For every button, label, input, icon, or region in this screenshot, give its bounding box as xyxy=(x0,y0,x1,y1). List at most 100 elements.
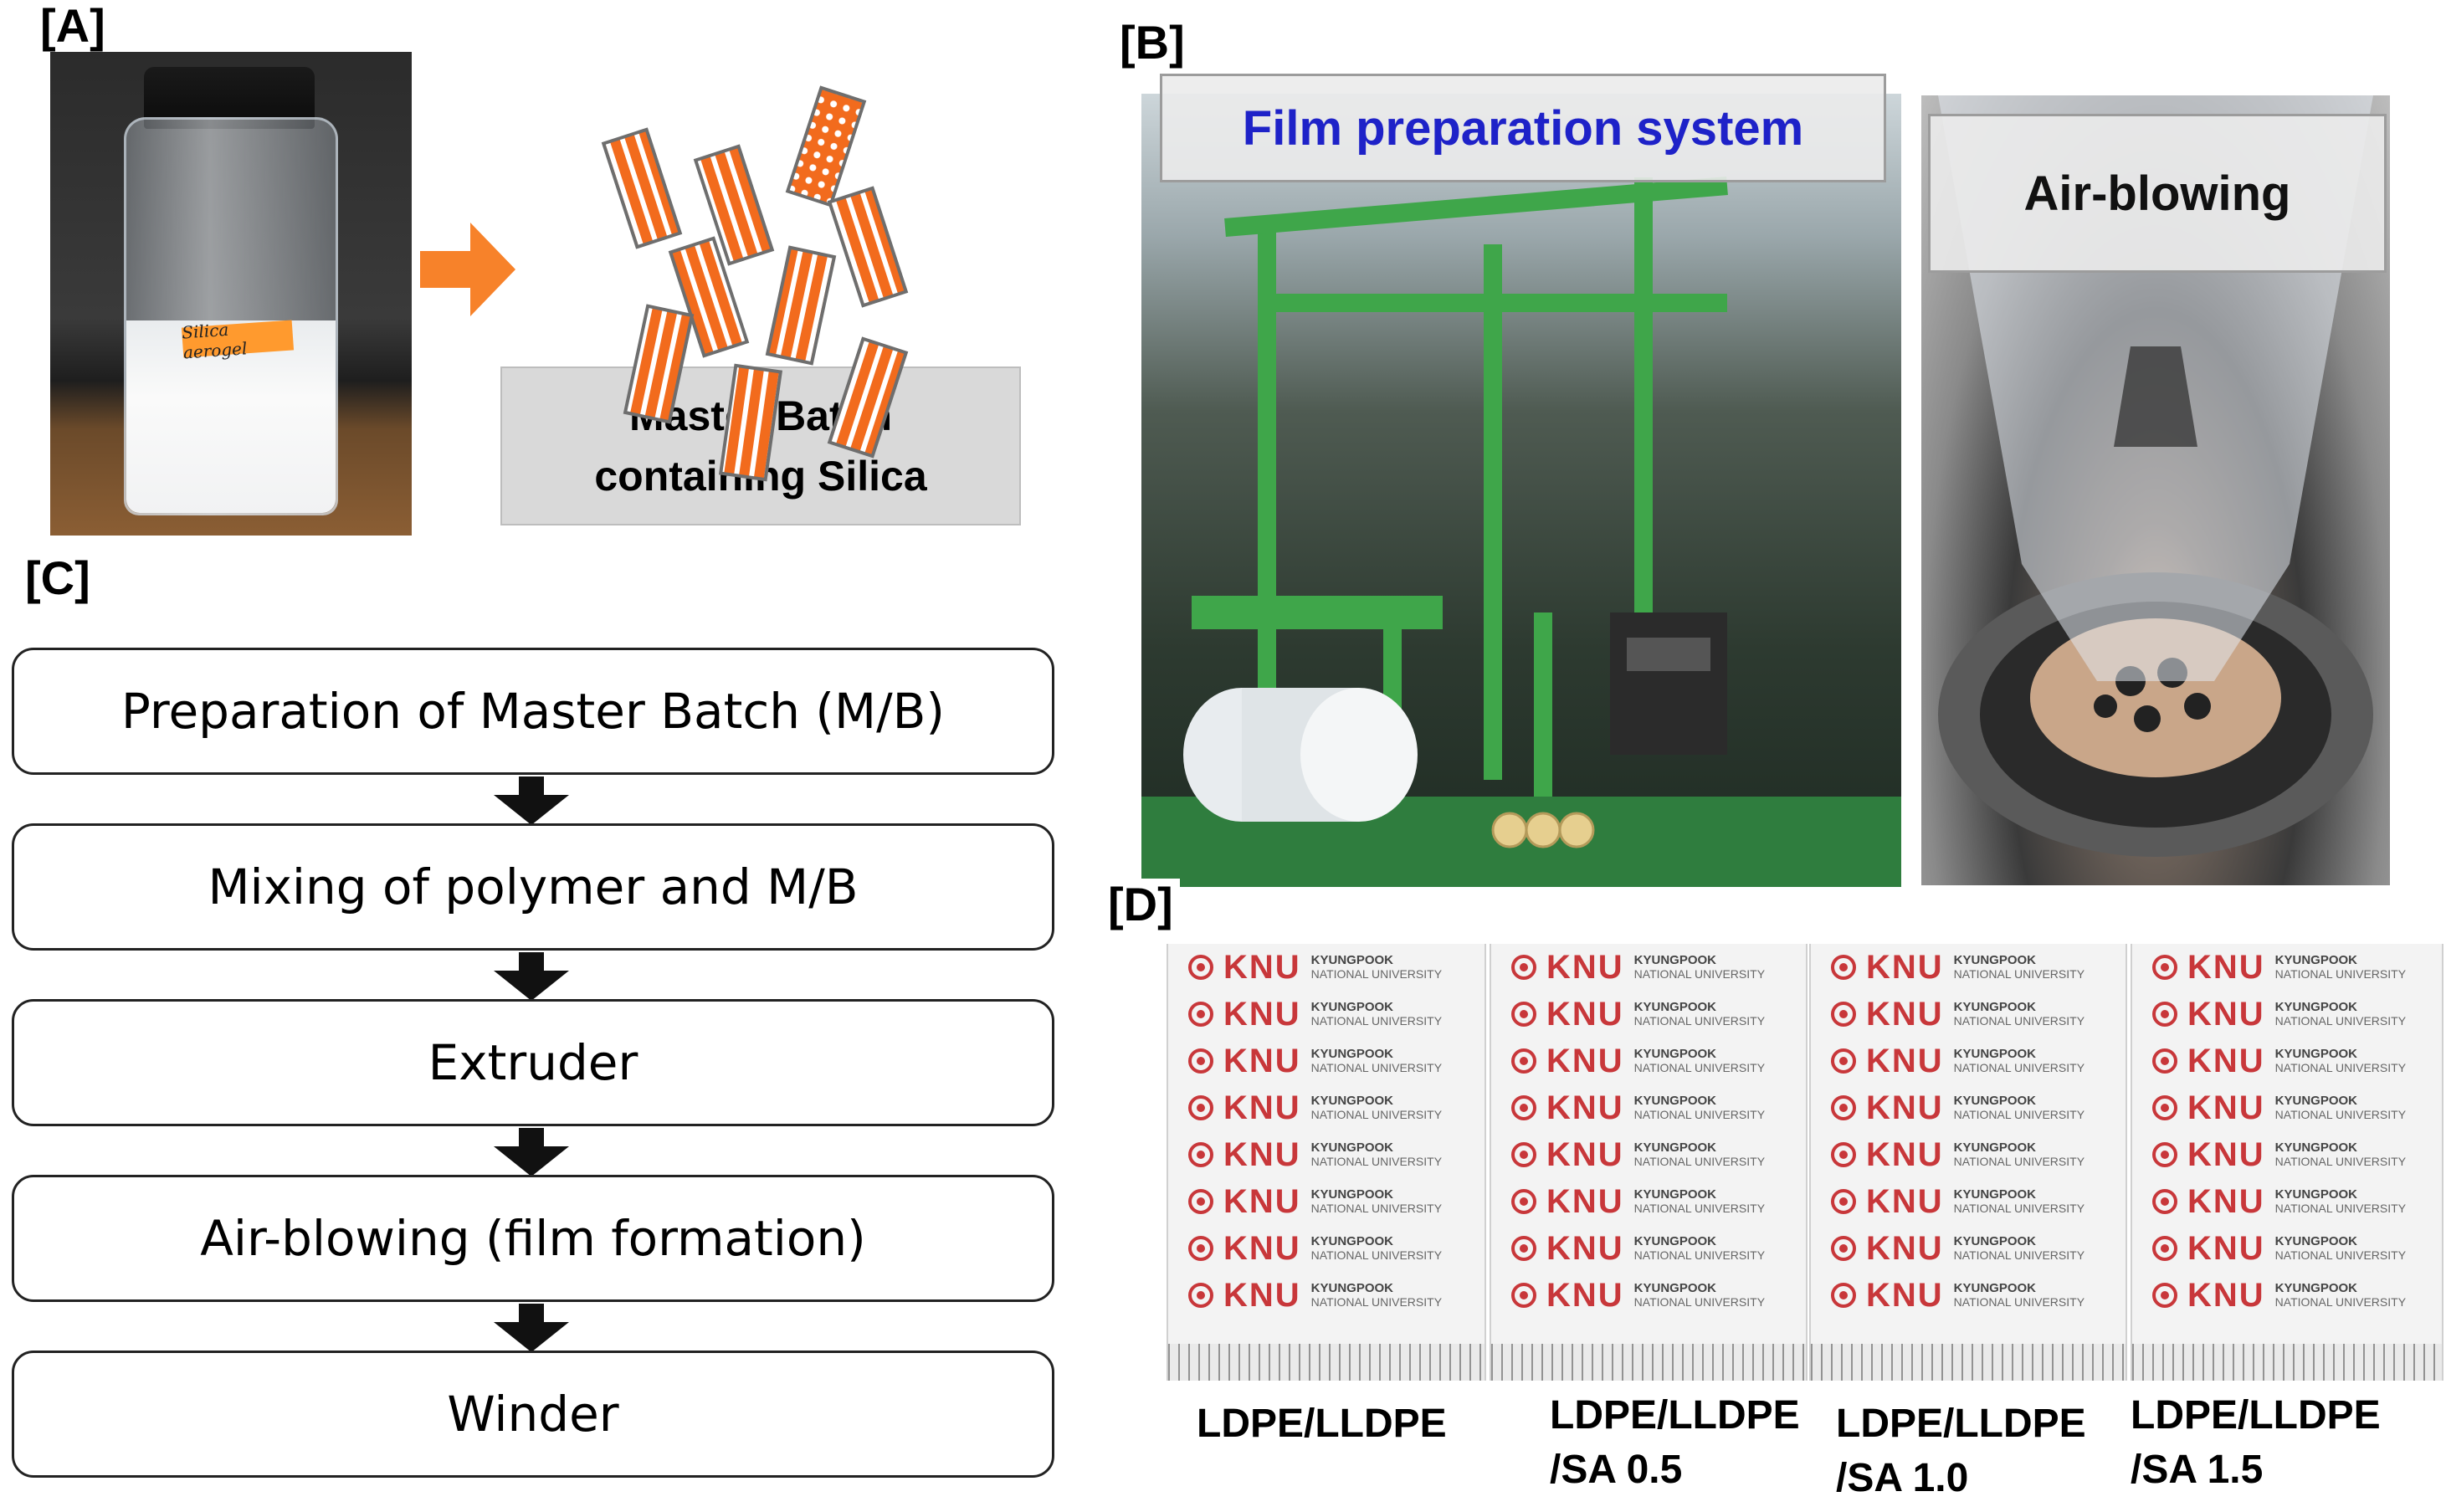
knu-logo-line2: NATIONAL UNIVERSITY xyxy=(2274,1294,2407,1309)
knu-logo-line2: NATIONAL UNIVERSITY xyxy=(1633,966,1766,981)
process-arrow-icon xyxy=(420,223,515,316)
knu-logo-mark: KNU xyxy=(1866,1229,1944,1267)
knu-logo-line2: NATIONAL UNIVERSITY xyxy=(2274,1060,2407,1074)
knu-logo-line2: NATIONAL UNIVERSITY xyxy=(1310,1060,1443,1074)
knu-emblem-icon xyxy=(1831,1048,1856,1074)
knu-logo-line1: KYUNGPOOK xyxy=(2274,953,2358,968)
pellet-icon xyxy=(668,236,750,358)
knu-emblem-icon xyxy=(2152,1095,2177,1120)
knu-logo-line1: KYUNGPOOK xyxy=(2274,1234,2358,1249)
ruler xyxy=(1168,1344,1485,1381)
knu-emblem-icon xyxy=(1511,1283,1536,1308)
knu-logo-mark: KNU xyxy=(2187,1042,2265,1079)
knu-logo-line2: NATIONAL UNIVERSITY xyxy=(1310,1201,1443,1215)
knu-emblem-icon xyxy=(1188,1283,1213,1308)
knu-logo-line1: KYUNGPOOK xyxy=(1953,1000,2037,1015)
knu-logo-line2: NATIONAL UNIVERSITY xyxy=(2274,1201,2407,1215)
knu-emblem-icon xyxy=(2152,1283,2177,1308)
knu-emblem-icon xyxy=(1831,1095,1856,1120)
knu-logo-line2: NATIONAL UNIVERSITY xyxy=(2274,1154,2407,1168)
jar-body xyxy=(124,117,338,515)
knu-logo-line2: NATIONAL UNIVERSITY xyxy=(1633,1248,1766,1262)
pellet-icon xyxy=(827,336,909,459)
knu-logo-mark: KNU xyxy=(1223,1229,1301,1267)
machine-illustration xyxy=(1141,177,1901,887)
knu-logo-line1: KYUNGPOOK xyxy=(1633,1047,1717,1062)
knu-emblem-icon xyxy=(1831,1142,1856,1167)
knu-logo-mark: KNU xyxy=(1546,1089,1624,1126)
knu-logo-line2: NATIONAL UNIVERSITY xyxy=(1633,1154,1766,1168)
knu-emblem-icon xyxy=(1188,955,1213,980)
sample-label-line2: /SA 1.0 xyxy=(1836,1455,1969,1500)
pellet-icon xyxy=(623,304,695,424)
knu-logo-line1: KYUNGPOOK xyxy=(1310,1094,1394,1109)
knu-emblem-icon xyxy=(1511,1142,1536,1167)
knu-emblem-icon xyxy=(1831,1189,1856,1214)
knu-emblem-icon xyxy=(1511,1095,1536,1120)
knu-logo-line2: NATIONAL UNIVERSITY xyxy=(2274,1107,2407,1121)
knu-logo-line1: KYUNGPOOK xyxy=(1310,1187,1394,1202)
flow-arrow-icon xyxy=(494,777,569,825)
knu-logo-line2: NATIONAL UNIVERSITY xyxy=(2274,1013,2407,1028)
knu-emblem-icon xyxy=(1511,1189,1536,1214)
knu-logo-line2: NATIONAL UNIVERSITY xyxy=(2274,1248,2407,1262)
knu-logo-mark: KNU xyxy=(2187,1135,2265,1173)
knu-logo-line2: NATIONAL UNIVERSITY xyxy=(1633,1060,1766,1074)
knu-logo-line1: KYUNGPOOK xyxy=(1953,1234,2037,1249)
sample-label-line1: LDPE/LLDPE xyxy=(1197,1402,1447,1446)
sample-label-line2: /SA 1.5 xyxy=(2131,1447,2264,1492)
knu-logo-line1: KYUNGPOOK xyxy=(1953,1187,2037,1202)
pellet-icon xyxy=(693,144,775,266)
knu-logo-line1: KYUNGPOOK xyxy=(1310,1047,1394,1062)
sample-label-sa-1-0: LDPE/LLDPE /SA 1.0 xyxy=(1836,1397,2086,1506)
knu-emblem-icon xyxy=(1511,1236,1536,1261)
pellet-icon xyxy=(765,245,837,366)
knu-logo-mark: KNU xyxy=(1546,1042,1624,1079)
knu-logo-line2: NATIONAL UNIVERSITY xyxy=(1633,1201,1766,1215)
knu-logo-line2: NATIONAL UNIVERSITY xyxy=(1953,1294,2085,1309)
knu-emblem-icon xyxy=(1188,1048,1213,1074)
knu-emblem-icon xyxy=(1511,955,1536,980)
knu-emblem-icon xyxy=(1188,1189,1213,1214)
knu-logo-mark: KNU xyxy=(2187,995,2265,1033)
panel-a-label: [A] xyxy=(33,0,112,52)
sample-label-line1: LDPE/LLDPE xyxy=(2131,1393,2381,1438)
knu-emblem-icon xyxy=(1188,1002,1213,1027)
sample-label-line2: /SA 0.5 xyxy=(1550,1447,1683,1492)
film-preparation-system-caption: Film preparation system xyxy=(1160,74,1886,182)
ruler xyxy=(1491,1344,1806,1381)
knu-logo-line2: NATIONAL UNIVERSITY xyxy=(1633,1013,1766,1028)
knu-logo-line2: NATIONAL UNIVERSITY xyxy=(1310,1107,1443,1121)
knu-logo-line2: NATIONAL UNIVERSITY xyxy=(2274,966,2407,981)
sample-label-sa-1-5: LDPE/LLDPE /SA 1.5 xyxy=(2131,1389,2381,1498)
flow-step-winder: Winder xyxy=(12,1351,1054,1478)
